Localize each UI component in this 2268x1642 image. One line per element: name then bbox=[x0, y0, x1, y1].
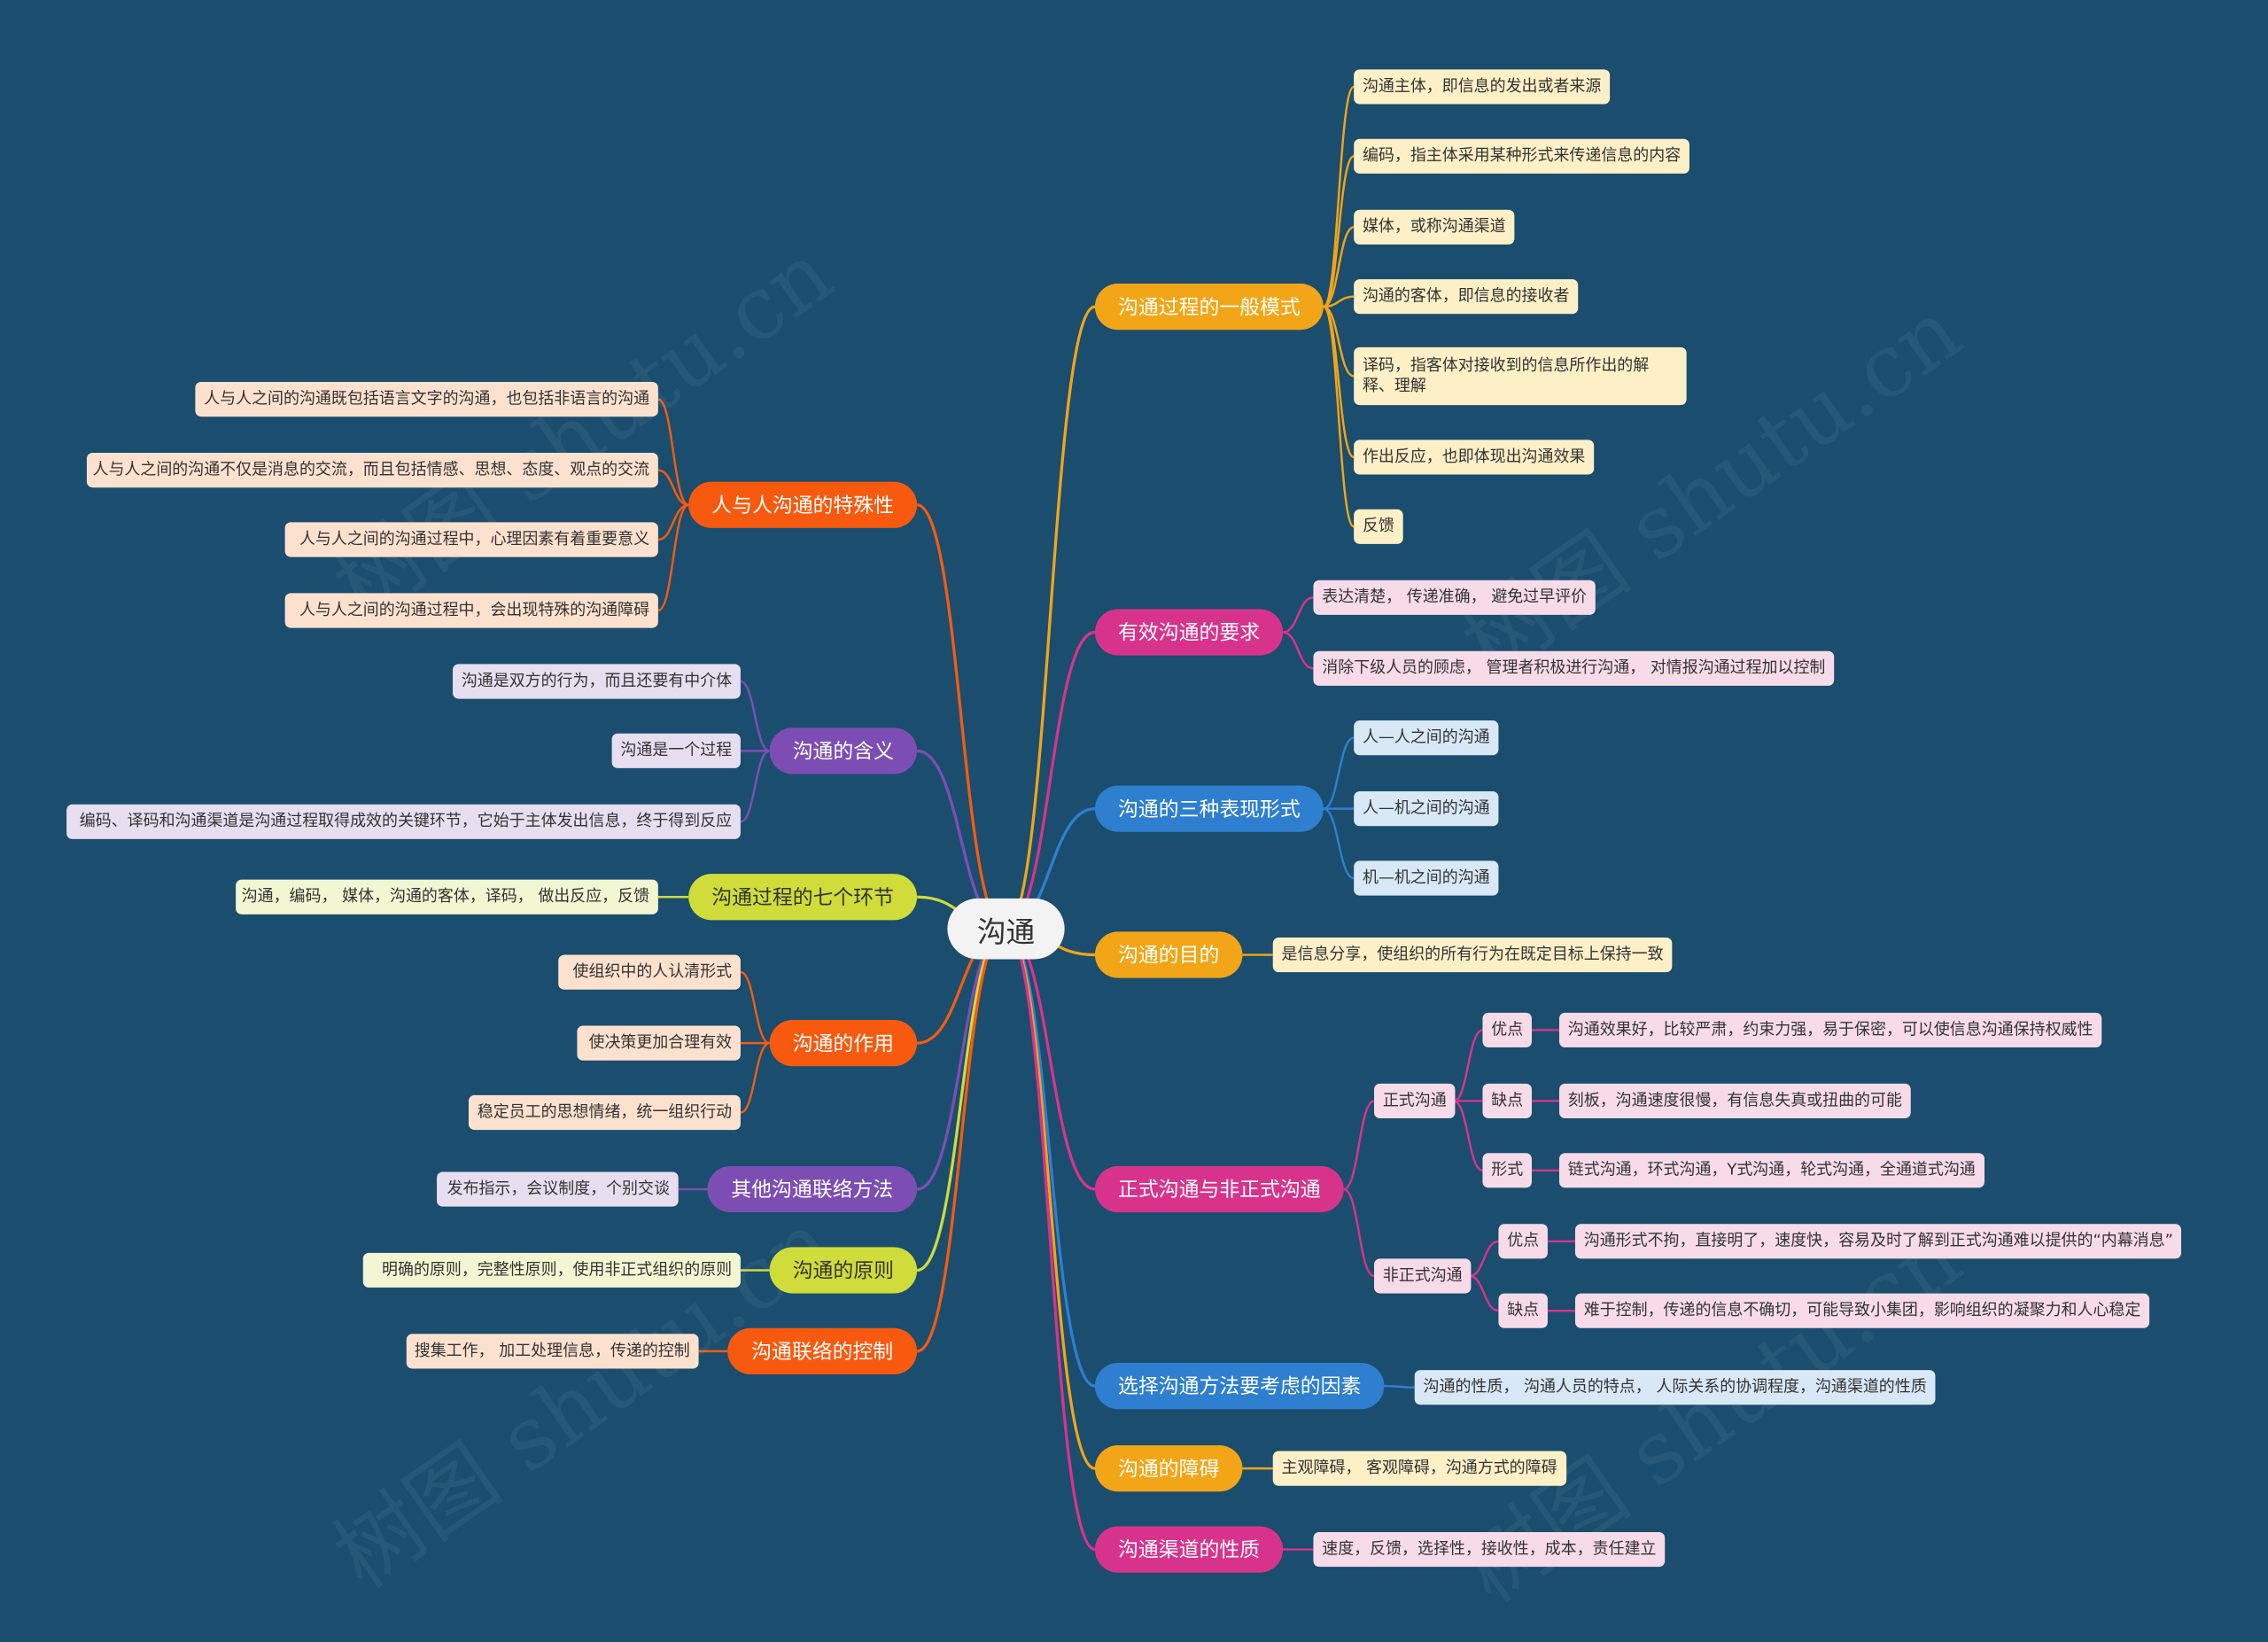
link-model-leaf bbox=[1323, 155, 1355, 308]
branch-requirements[interactable]: 有效沟通的要求 bbox=[1094, 609, 1284, 656]
link-meaning-leaf bbox=[740, 680, 771, 752]
link-formal-formal bbox=[1343, 1100, 1375, 1191]
leaf-purpose-1[interactable]: 是信息分享，使组织的所有行为在既定目标上保持一致 bbox=[1272, 937, 1673, 973]
leaf-control-1[interactable]: 搜集工作， 加工处理信息，传递的控制 bbox=[406, 1334, 699, 1369]
branch-formal[interactable]: 正式沟通与非正式沟通 bbox=[1094, 1165, 1344, 1213]
link-formal-sub bbox=[1453, 1029, 1483, 1102]
leaf-role-3[interactable]: 稳定员工的思想情绪，统一组织行动 bbox=[468, 1094, 741, 1131]
leaf-principle-1[interactable]: 明确的原则，完整性原则，使用非正式组织的原则 bbox=[362, 1252, 741, 1288]
leaf-meaning-1[interactable]: 沟通是双方的行为，而且还要有中介体 bbox=[453, 664, 741, 699]
branch-barriers[interactable]: 沟通的障碍 bbox=[1094, 1445, 1243, 1492]
branch-special[interactable]: 人与人沟通的特殊性 bbox=[688, 481, 918, 528]
leaf-model-5[interactable]: 译码，指客体对接收到的信息所作出的解释、理解 bbox=[1354, 346, 1687, 406]
link-req-leaf bbox=[1282, 596, 1314, 634]
leaf-barriers-1[interactable]: 主观障碍， 客观障碍，沟通方式的障碍 bbox=[1272, 1451, 1566, 1486]
leaf-special-2[interactable]: 人与人之间的沟通不仅是消息的交流，而且包括情感、思想、态度、观点的交流 bbox=[86, 453, 658, 488]
link-root-method bbox=[1005, 927, 1096, 1388]
leaf-model-1[interactable]: 沟通主体，即信息的发出或者来源 bbox=[1354, 69, 1611, 105]
leaf-req-1[interactable]: 表达清楚， 传递准确， 避免过早评价 bbox=[1313, 580, 1596, 615]
link-forms-leaf bbox=[1323, 807, 1355, 880]
leaf-model-2[interactable]: 编码，指主体采用某种形式来传递信息的内容 bbox=[1354, 138, 1689, 174]
branch-control[interactable]: 沟通联络的控制 bbox=[727, 1327, 918, 1375]
leaf-forms-1[interactable]: 人—人之间的沟通 bbox=[1354, 720, 1499, 756]
informal-dis-text[interactable]: 难于控制，传递的信息不确切，可能导致小集团，影响组织的凝聚力和人心稳定 bbox=[1574, 1293, 2150, 1328]
branch-channels[interactable]: 沟通渠道的性质 bbox=[1094, 1526, 1284, 1573]
branch-purpose[interactable]: 沟通的目的 bbox=[1094, 931, 1243, 978]
formal-form-text[interactable]: 链式沟通，环式沟通，Y式沟通，轮式沟通，全通道式沟通 bbox=[1558, 1153, 1984, 1188]
leaf-model-7[interactable]: 反馈 bbox=[1354, 509, 1403, 544]
branch-method[interactable]: 选择沟通方法要考虑的因素 bbox=[1094, 1362, 1385, 1410]
leaf-channels-1[interactable]: 速度，反馈，选择性，接收性，成本，责任建立 bbox=[1313, 1531, 1666, 1568]
link-model-leaf bbox=[1323, 305, 1355, 377]
link-root-barriers bbox=[1005, 927, 1096, 1470]
branch-role[interactable]: 沟通的作用 bbox=[769, 1020, 918, 1067]
link-special-leaf bbox=[657, 398, 689, 507]
leaf-role-1[interactable]: 使组织中的人认清形式 bbox=[558, 954, 741, 990]
link-special-leaf bbox=[657, 503, 689, 612]
leaf-other-1[interactable]: 发布指示，会议制度，个别交谈 bbox=[437, 1171, 679, 1207]
root-node[interactable]: 沟通 bbox=[947, 898, 1065, 960]
link-meaning-leaf bbox=[740, 750, 771, 823]
branch-meaning[interactable]: 沟通的含义 bbox=[769, 728, 918, 774]
informal-label[interactable]: 非正式沟通 bbox=[1374, 1258, 1472, 1294]
branch-forms[interactable]: 沟通的三种表现形式 bbox=[1094, 785, 1324, 832]
formal-adv-label[interactable]: 优点 bbox=[1482, 1012, 1532, 1048]
leaf-req-2[interactable]: 消除下级人员的顾虑， 管理者积极进行沟通， 对情报沟通过程加以控制 bbox=[1313, 650, 1835, 686]
link-model-leaf bbox=[1323, 226, 1355, 308]
leaf-meaning-3[interactable]: 编码、译码和沟通渠道是沟通过程取得成效的关键环节，它始于主体发出信息，终于得到反… bbox=[66, 804, 741, 839]
formal-label[interactable]: 正式沟通 bbox=[1374, 1083, 1456, 1119]
formal-form-label[interactable]: 形式 bbox=[1482, 1153, 1532, 1188]
link-model-leaf bbox=[1322, 305, 1355, 528]
link-method-leaf bbox=[1384, 1384, 1415, 1389]
link-root-control bbox=[916, 927, 1006, 1353]
link-root-requirements bbox=[1005, 630, 1096, 930]
link-role-leaf bbox=[740, 1041, 771, 1114]
link-model-leaf bbox=[1323, 295, 1355, 308]
leaf-model-3[interactable]: 媒体，或称沟通渠道 bbox=[1354, 209, 1515, 245]
link-informal-sub bbox=[1469, 1240, 1499, 1278]
leaf-model-6[interactable]: 作出反应，也即体现出沟通效果 bbox=[1354, 440, 1595, 475]
leaf-forms-3[interactable]: 机—机之间的沟通 bbox=[1354, 860, 1499, 896]
link-informal-sub bbox=[1469, 1274, 1499, 1312]
leaf-special-4[interactable]: 人与人之间的沟通过程中，会出现特殊的沟通障碍 bbox=[284, 593, 658, 628]
link-formal-informal bbox=[1343, 1187, 1375, 1278]
link-root-special bbox=[916, 503, 1006, 930]
formal-dis-label[interactable]: 缺点 bbox=[1482, 1083, 1532, 1119]
leaf-method-1[interactable]: 沟通的性质， 沟通人员的特点， 人际关系的协调程度，沟通渠道的性质 bbox=[1414, 1370, 1936, 1405]
link-root-channels bbox=[1005, 927, 1096, 1552]
leaf-special-3[interactable]: 人与人之间的沟通过程中，心理因素有着重要意义 bbox=[284, 522, 658, 557]
formal-adv-text[interactable]: 沟通效果好，比较严肃，约束力强，易于保密，可以使信息沟通保持权威性 bbox=[1558, 1012, 2102, 1048]
leaf-role-2[interactable]: 使决策更加合理有效 bbox=[577, 1025, 741, 1061]
leaf-special-1[interactable]: 人与人之间的沟通既包括语言文字的沟通，也包括非语言的沟通 bbox=[195, 382, 658, 417]
branch-model[interactable]: 沟通过程的一般模式 bbox=[1094, 283, 1324, 331]
informal-dis-label[interactable]: 缺点 bbox=[1498, 1293, 1548, 1328]
leaf-meaning-2[interactable]: 沟通是一个过程 bbox=[611, 733, 741, 768]
link-root-principle bbox=[916, 927, 1006, 1272]
informal-adv-text[interactable]: 沟通形式不拘，直接明了，速度快，容易及时了解到正式沟通难以提供的“内幕消息” bbox=[1574, 1224, 2182, 1259]
link-req-leaf bbox=[1282, 631, 1314, 670]
link-root-model bbox=[1005, 305, 1096, 930]
link-special-leaf bbox=[657, 469, 689, 507]
link-model-leaf bbox=[1322, 85, 1355, 308]
leaf-forms-2[interactable]: 人—机之间的沟通 bbox=[1354, 791, 1499, 827]
leaf-seven-1[interactable]: 沟通，编码， 媒体，沟通的客体，译码， 做出反应，反馈 bbox=[236, 879, 658, 914]
branch-other[interactable]: 其他沟通联络方法 bbox=[707, 1165, 918, 1213]
leaf-model-4[interactable]: 沟通的客体，即信息的接收者 bbox=[1354, 279, 1579, 315]
formal-dis-text[interactable]: 刻板，沟通速度很慢，有信息失真或扭曲的可能 bbox=[1558, 1083, 1911, 1119]
informal-adv-label[interactable]: 优点 bbox=[1498, 1224, 1548, 1259]
branch-seven[interactable]: 沟通过程的七个环节 bbox=[688, 874, 918, 921]
branch-principle[interactable]: 沟通的原则 bbox=[769, 1247, 918, 1294]
link-model-leaf bbox=[1323, 305, 1355, 459]
link-role-leaf bbox=[740, 970, 771, 1045]
link-formal-sub bbox=[1453, 1100, 1483, 1172]
link-forms-leaf bbox=[1323, 736, 1355, 810]
